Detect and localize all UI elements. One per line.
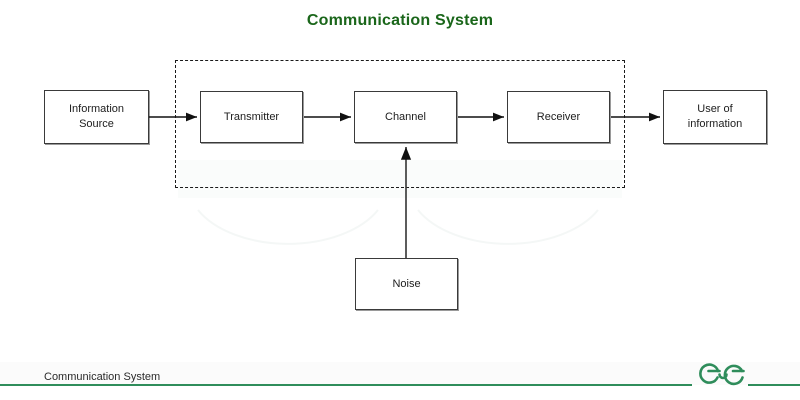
block-channel[interactable]: Channel bbox=[354, 91, 457, 143]
block-receiver[interactable]: Receiver bbox=[507, 91, 610, 143]
block-label: Channel bbox=[385, 110, 426, 123]
footer-band bbox=[0, 362, 800, 385]
footer-caption: Communication System bbox=[44, 371, 161, 383]
block-label: Receiver bbox=[536, 110, 581, 123]
footer-rule-left bbox=[0, 384, 692, 386]
footer-rule-right bbox=[748, 384, 800, 386]
block-label: Noise bbox=[392, 277, 421, 290]
block-noise[interactable]: Noise bbox=[355, 258, 458, 310]
system-boundary bbox=[175, 60, 625, 188]
block-label: Transmitter bbox=[223, 110, 280, 123]
block-transmitter[interactable]: Transmitter bbox=[200, 91, 303, 143]
geeksforgeeks-logo-icon bbox=[699, 363, 745, 386]
page-title: Communication System bbox=[306, 12, 494, 29]
